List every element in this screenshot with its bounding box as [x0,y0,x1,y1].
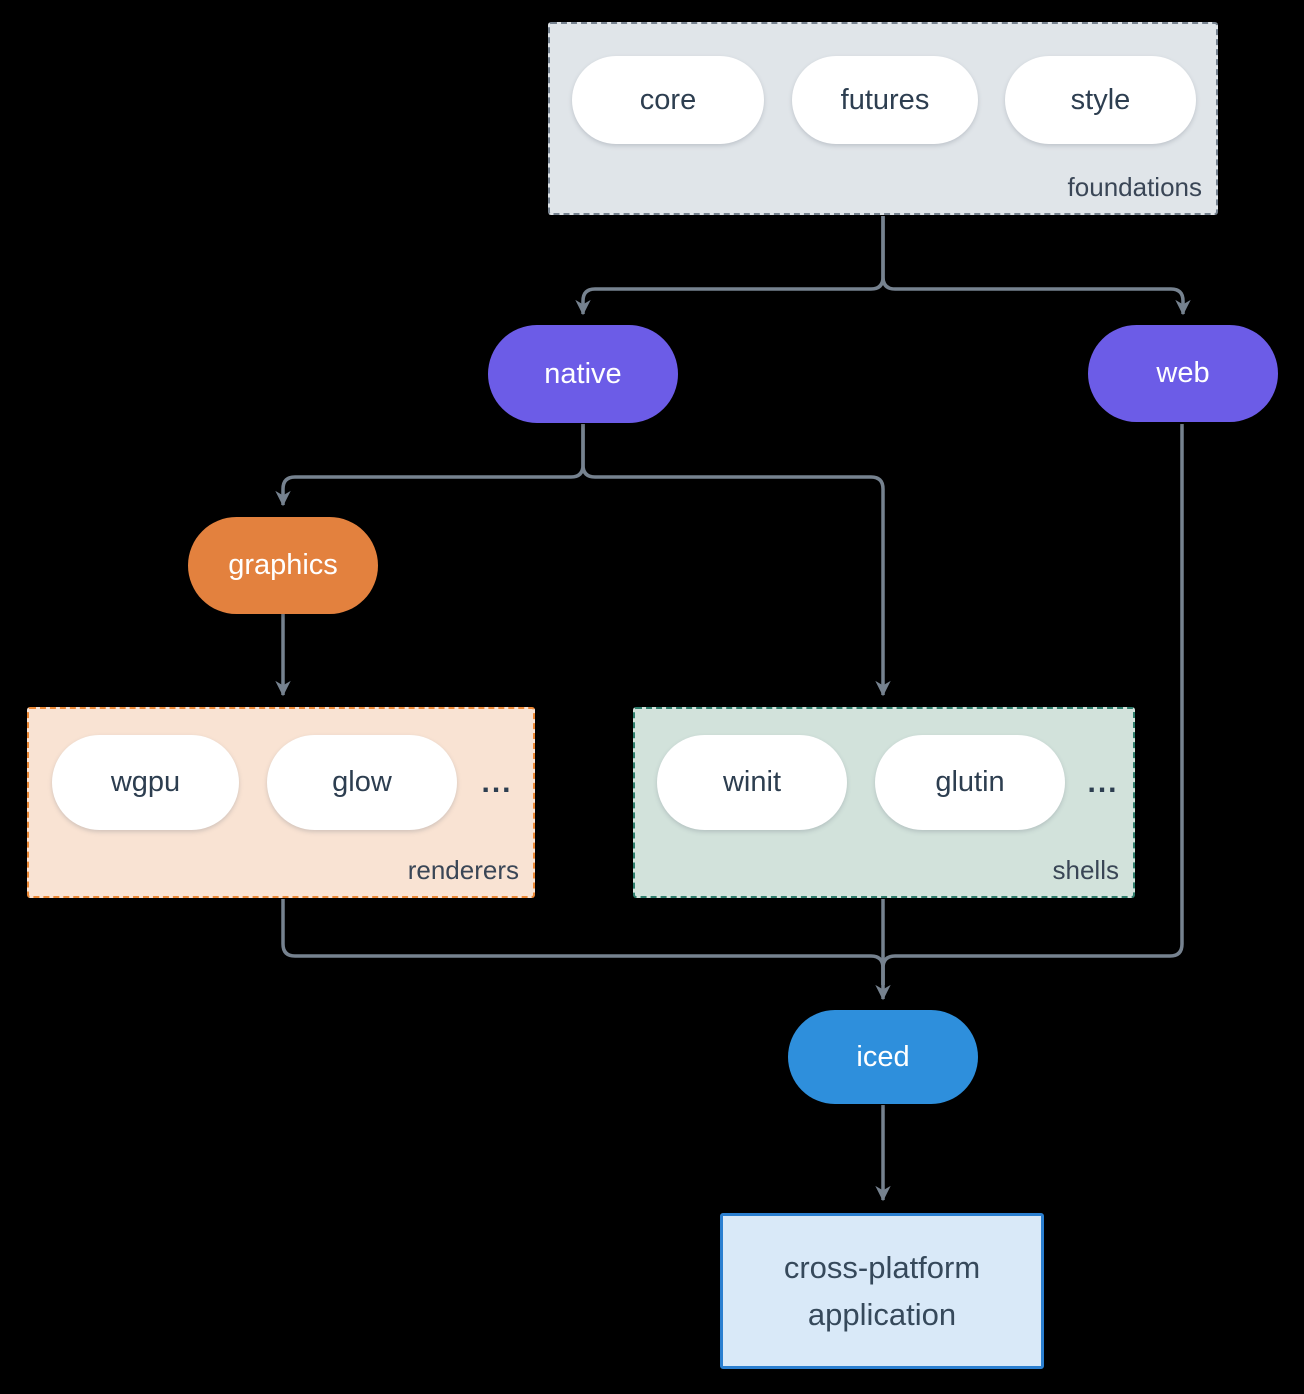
edge-renderers-iced [281,899,885,985]
edge-foundations-web [881,216,1191,316]
edge-web-iced [881,424,1184,985]
renderers-ellipsis: ... [481,765,513,799]
pill-glow: glow [267,735,457,830]
shells-ellipsis: ... [1087,765,1119,799]
pill-style: style [1005,56,1196,144]
renderers-label: renderers [407,855,519,885]
application-node: cross-platform application [720,1213,1044,1369]
pill-wgpu: wgpu [52,735,239,830]
edge-native-shells [581,424,891,697]
foundations-group: core futures style foundations [548,22,1218,215]
web-node: web [1088,325,1278,422]
pill-glutin: glutin [875,735,1065,830]
shells-group: winit glutin ... shells [633,707,1135,898]
edge-foundations-native [575,216,885,316]
pill-futures: futures [792,56,978,144]
shells-label: shells [1052,855,1119,885]
graphics-node: graphics [188,517,378,614]
application-label: cross-platform application [783,1250,981,1332]
native-node: native [488,325,678,423]
iced-node: iced [788,1010,978,1104]
edge-native-graphics [275,424,585,507]
pill-core: core [572,56,764,144]
pill-winit: winit [657,735,847,830]
renderers-group: wgpu glow ... renderers [27,707,535,898]
foundations-label: foundations [1067,172,1202,202]
